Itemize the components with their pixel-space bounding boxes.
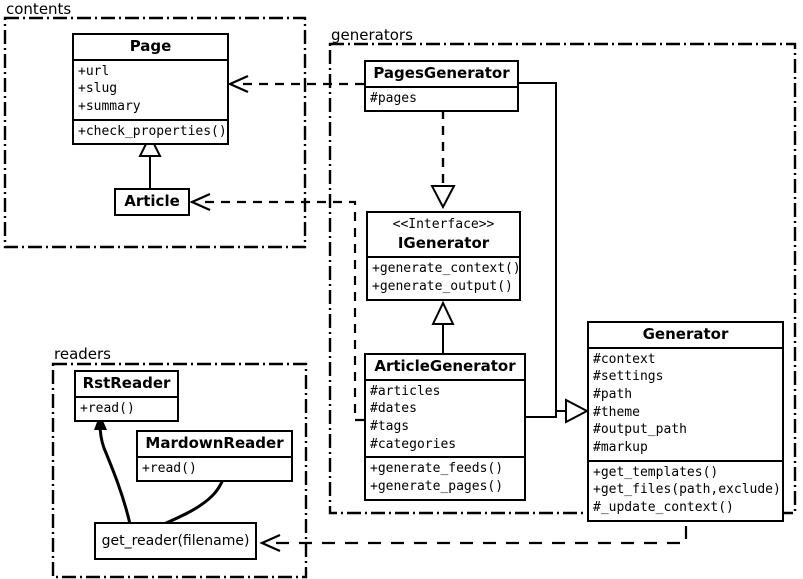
class-box-rstreader[interactable]: RstReader +read(): [74, 370, 179, 423]
method-item: +generate_context(): [372, 261, 521, 277]
method-item: +read(): [142, 460, 197, 476]
dependency-arrowhead-getreader: [259, 533, 281, 553]
class-attributes-pagesgenerator: #pages: [366, 85, 517, 111]
class-name-article: Article: [124, 192, 180, 210]
attribute-item: +summary: [78, 99, 141, 115]
attribute-item: #articles: [370, 383, 441, 399]
function-box-get-reader[interactable]: get_reader(filename): [94, 522, 257, 560]
class-name-igenerator: IGenerator: [397, 233, 490, 252]
dependency-arrowhead-page: [227, 74, 249, 94]
dependency-arrowhead-article: [189, 192, 211, 212]
class-header-igenerator: <<Interface>> IGenerator: [368, 213, 519, 256]
class-methods-rstreader: +read(): [76, 395, 177, 421]
method-item: +generate_feeds(): [370, 461, 504, 477]
method-item: +check_properties(): [78, 123, 227, 139]
package-label-generators: generators: [331, 26, 413, 44]
attribute-item: #context: [593, 351, 656, 367]
class-name-articlegenerator: ArticleGenerator: [374, 357, 516, 375]
class-methods-articlegenerator: +generate_feeds() +generate_pages(): [366, 456, 524, 498]
attribute-item: #dates: [370, 401, 417, 417]
call-getreader-to-rstreader: [98, 421, 132, 526]
generalization-arrowhead-generator: [565, 398, 590, 424]
method-item: +generate_pages(): [370, 479, 504, 495]
class-box-generator[interactable]: Generator #context #settings #path #them…: [587, 321, 784, 522]
attribute-item: #categories: [370, 436, 457, 452]
class-box-article[interactable]: Article: [114, 188, 190, 216]
class-name-page: Page: [129, 37, 172, 55]
class-stereotype-igenerator: <<Interface>>: [392, 217, 495, 232]
class-name-pagesgenerator: PagesGenerator: [373, 64, 510, 82]
attribute-item: #theme: [593, 404, 640, 420]
class-name-mardownreader: MardownReader: [145, 434, 284, 452]
class-box-page[interactable]: Page +url +slug +summary +check_properti…: [72, 33, 229, 146]
generalization-pagesgenerator-to-generator: [519, 82, 568, 412]
attribute-item: +slug: [78, 81, 118, 97]
package-frame-readers: [51, 362, 308, 579]
attribute-item: #tags: [370, 419, 410, 435]
dependency-articlegenerator-to-article: [200, 200, 364, 422]
method-item: #_update_context(): [593, 500, 734, 516]
class-methods-igenerator: +generate_context() +generate_output(): [368, 256, 521, 298]
class-name-rstreader: RstReader: [82, 374, 171, 392]
method-item: +get_files(path,exclude): [593, 482, 781, 498]
function-label-get-reader: get_reader(filename): [101, 533, 250, 549]
generalization-arrowhead-page: [138, 133, 162, 157]
generalization-arrowhead-igenerator-2: [431, 300, 455, 325]
class-name-generator: Generator: [642, 325, 729, 343]
attribute-item: #output_path: [593, 422, 687, 438]
attribute-item: +url: [78, 63, 110, 79]
class-box-igenerator[interactable]: <<Interface>> IGenerator +generate_conte…: [366, 211, 521, 301]
class-methods-mardownreader: +read(): [138, 455, 291, 481]
class-box-mardownreader[interactable]: MardownReader +read(): [136, 430, 293, 483]
class-attributes-articlegenerator: #articles #dates #tags #categories: [366, 378, 524, 457]
package-label-contents: contents: [6, 0, 72, 18]
attribute-item: #markup: [593, 440, 648, 456]
class-attributes-generator: #context #settings #path #theme #output_…: [589, 346, 782, 460]
package-frame-contents: [3, 16, 307, 249]
class-box-pagesgenerator[interactable]: PagesGenerator #pages: [364, 60, 519, 113]
method-item: +generate_output(): [372, 279, 513, 295]
generalization-articlegenerator-to-generator: [526, 410, 568, 418]
package-frame-generators: [328, 42, 797, 515]
realization-arrowhead-igenerator: [430, 185, 456, 210]
class-box-articlegenerator[interactable]: ArticleGenerator #articles #dates #tags …: [364, 353, 526, 501]
class-methods-generator: +get_templates() +get_files(path,exclude…: [589, 459, 782, 520]
class-attributes-page: +url +slug +summary: [74, 58, 227, 119]
method-item: +get_templates(): [593, 464, 719, 480]
method-item: +read(): [80, 400, 135, 416]
attribute-item: #path: [593, 387, 633, 403]
package-label-readers: readers: [54, 345, 111, 363]
class-methods-page: +check_properties(): [74, 118, 227, 144]
attribute-item: #settings: [593, 369, 664, 385]
attribute-item: #pages: [370, 90, 417, 106]
